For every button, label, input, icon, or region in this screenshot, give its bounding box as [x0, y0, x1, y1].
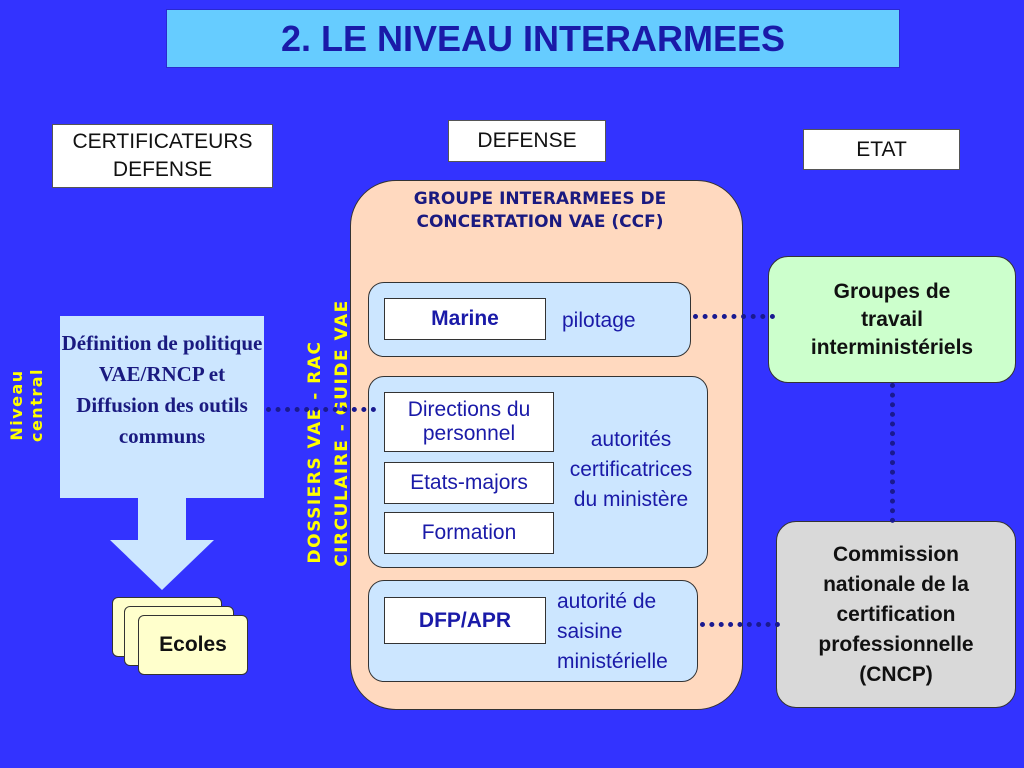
- marine-box: Marine: [384, 298, 546, 340]
- cncp-label: Commission nationale de la certification…: [818, 542, 974, 686]
- defense-label: DEFENSE: [477, 129, 577, 152]
- definition-politique-box: Définition de politique VAE/RNCP et Diff…: [60, 316, 264, 498]
- niveau-central-label: Niveau central: [7, 367, 46, 443]
- defense-header: DEFENSE: [448, 120, 606, 162]
- saisine-label: autorité de saisine ministérielle: [557, 590, 668, 673]
- directions-personnel-box: Directions du personnel: [384, 392, 554, 452]
- ecoles-card: Ecoles: [138, 615, 248, 675]
- connector-groupes-cncp: [890, 383, 895, 523]
- dfp-apr-box: DFP/APR: [384, 597, 546, 644]
- groupes-travail-label: Groupes de travail interministériels: [810, 279, 974, 359]
- cncp-box: Commission nationale de la certification…: [776, 521, 1016, 708]
- connector-saisine-cncp: [700, 622, 780, 627]
- circulaire-guide-text: CIRCULAIRE - GUIDE VAE: [332, 299, 352, 567]
- formation-box: Formation: [384, 512, 554, 554]
- certificateurs-header: CERTIFICATEURS DEFENSE: [52, 124, 273, 188]
- autorites-label: autorités certificatrices du ministère: [569, 428, 693, 511]
- groupe-title: GROUPE INTERARMEES DE CONCERTATION VAE (…: [413, 189, 667, 232]
- groupes-travail-box: Groupes de travail interministériels: [768, 256, 1016, 383]
- page-title: 2. LE NIVEAU INTERARMEES: [166, 9, 900, 68]
- certificateurs-label: CERTIFICATEURS DEFENSE: [72, 130, 253, 181]
- dossiers-vae-text: DOSSIERS VAE - RAC: [305, 340, 325, 564]
- connector-definition-groupe: [266, 407, 376, 412]
- connector-pilotage-groupes: [693, 314, 775, 319]
- etat-label: ETAT: [856, 137, 907, 161]
- etat-header: ETAT: [803, 129, 960, 170]
- ecoles-label: Ecoles: [159, 633, 227, 656]
- pilotage-label: pilotage: [562, 309, 636, 332]
- down-arrow: [110, 496, 214, 590]
- etats-majors-box: Etats-majors: [384, 462, 554, 504]
